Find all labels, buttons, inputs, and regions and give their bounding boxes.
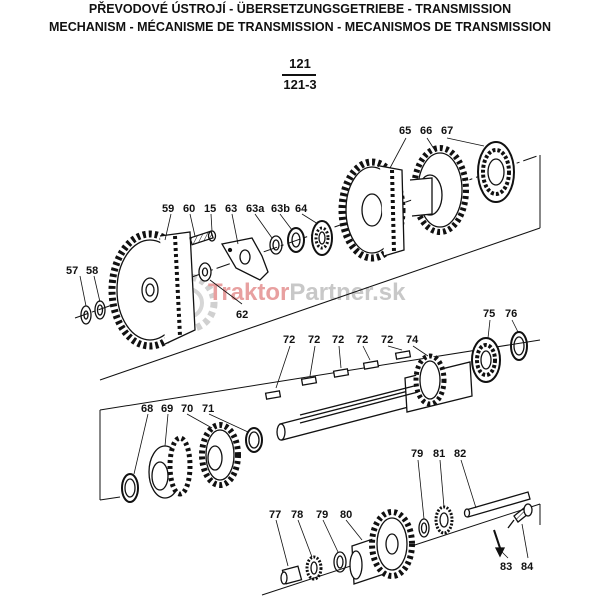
part-72-key-3 [332, 368, 350, 378]
part-72-key-1 [264, 390, 282, 400]
label-72-3: 72 [332, 334, 344, 346]
watermark-partner: Partner.sk [289, 279, 406, 306]
label-15: 15 [204, 203, 216, 215]
part-76-ring [510, 331, 528, 361]
label-59: 59 [162, 203, 174, 215]
group-number: 121 [289, 56, 311, 71]
label-65: 65 [399, 125, 411, 137]
label-78: 78 [291, 509, 303, 521]
label-81: 81 [433, 448, 445, 460]
middle-assembly [99, 331, 541, 503]
part-82-shaft [463, 491, 531, 518]
part-59-gear [108, 230, 196, 350]
svg-text:TraktorPartner.sk: TraktorPartner.sk [208, 279, 406, 306]
label-74: 74 [406, 334, 419, 346]
part-63-plate [220, 237, 269, 281]
label-83: 83 [500, 561, 512, 573]
part-81-needle-bearing [434, 505, 454, 535]
part-72-key-4 [362, 360, 380, 370]
label-75: 75 [483, 308, 495, 320]
label-72-1: 72 [283, 334, 295, 346]
part-67-bearing [477, 141, 515, 203]
part-68-ring [121, 473, 139, 503]
part-79-ring-upper [418, 518, 430, 538]
label-79-upper: 79 [411, 448, 423, 460]
part-64-bearing [311, 220, 333, 256]
label-70: 70 [181, 403, 193, 415]
label-72-2: 72 [308, 334, 320, 346]
label-57: 57 [66, 265, 78, 277]
label-60: 60 [183, 203, 195, 215]
label-80: 80 [340, 509, 352, 521]
leader-lines [79, 137, 529, 567]
part-62-spacer [198, 262, 212, 282]
label-72-4: 72 [356, 334, 368, 346]
watermark-traktor: Traktor [208, 279, 289, 306]
part-labels: 57 58 59 60 15 63 63a 63b 64 62 65 66 67… [66, 125, 534, 573]
part-84-screw [507, 503, 533, 529]
part-70-gear [199, 422, 241, 488]
label-69: 69 [161, 403, 173, 415]
part-78-needle-bearing [305, 555, 323, 581]
part-69-hub [148, 435, 193, 499]
lower-assembly [261, 491, 541, 596]
part-80-gear [349, 509, 415, 585]
upper-assembly [74, 141, 541, 381]
watermark: TraktorPartner.sk [158, 273, 406, 333]
label-79-lower: 79 [316, 509, 328, 521]
part-74-main-shaft [276, 353, 473, 441]
label-62: 62 [236, 309, 248, 321]
part-66-gear [409, 145, 469, 235]
label-72-5: 72 [381, 334, 393, 346]
part-75-bearing [471, 337, 501, 383]
label-76: 76 [505, 308, 517, 320]
part-72-key-5 [394, 350, 412, 360]
part-63a-ring [269, 235, 283, 255]
label-77: 77 [269, 509, 281, 521]
part-79-ring-lower [333, 551, 347, 573]
part-77-sleeve [280, 565, 303, 585]
part-60-bolt [189, 230, 214, 246]
label-63: 63 [225, 203, 237, 215]
part-72-key-2 [300, 376, 318, 386]
label-82: 82 [454, 448, 466, 460]
label-58: 58 [86, 265, 98, 277]
part-65-gear [338, 158, 406, 262]
part-63b-ring [287, 227, 305, 253]
number-divider [282, 74, 316, 76]
part-58-circlip [94, 300, 106, 320]
label-63a: 63a [246, 203, 265, 215]
label-84: 84 [521, 561, 534, 573]
part-71-ring [245, 427, 263, 453]
label-71: 71 [202, 403, 214, 415]
title-line-2: MECHANISM - MÉCANISME DE TRANSMISSION - … [48, 20, 552, 34]
label-63b: 63b [271, 203, 290, 215]
label-66: 66 [420, 125, 432, 137]
label-68: 68 [141, 403, 153, 415]
label-67: 67 [441, 125, 453, 137]
group-subnumber: 121-3 [283, 77, 317, 92]
label-64: 64 [295, 203, 308, 215]
title-line-1: PŘEVODOVÉ ÚSTROJÍ - ÜBERSETZUNGSGETRIEBE… [88, 2, 512, 16]
